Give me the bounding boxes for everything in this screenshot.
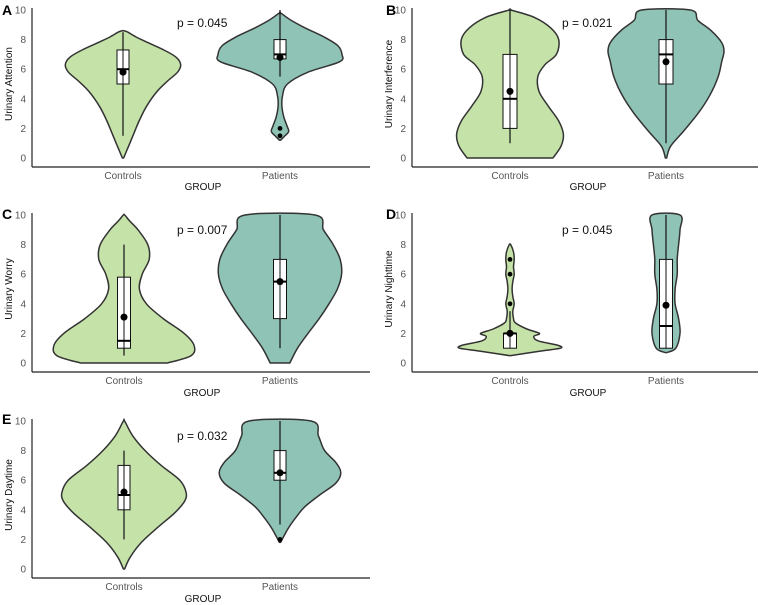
panel-letter: E: [2, 411, 11, 427]
y-axis-label: Urinary Daytime: [4, 459, 15, 531]
violin-controls: [457, 242, 563, 357]
y-tick-label: 8: [20, 35, 26, 46]
panel-letter: B: [386, 2, 396, 18]
outlier-point-patients: [277, 133, 283, 139]
x-tick-label: Controls: [105, 582, 142, 593]
mean-point-controls: [120, 488, 128, 496]
y-tick-label: 4: [20, 505, 26, 516]
p-value-label: p = 0.021: [562, 16, 613, 30]
y-axis-label: Urinary Worry: [4, 258, 15, 319]
mean-point-patients: [662, 58, 670, 66]
mean-point-controls: [119, 68, 127, 76]
mean-point-controls: [506, 87, 514, 95]
mean-point-controls: [120, 313, 128, 321]
y-tick-label: 2: [400, 329, 406, 340]
y-tick-label: 10: [15, 417, 27, 428]
mean-point-controls: [506, 329, 514, 337]
x-tick-label: Patients: [648, 171, 684, 182]
x-tick-label: Controls: [104, 171, 141, 182]
y-tick-label: 2: [400, 124, 406, 135]
panel-letter: C: [2, 206, 12, 222]
x-tick-label: Controls: [105, 376, 142, 387]
y-tick-label: 6: [20, 476, 26, 487]
mean-point-patients: [662, 301, 670, 309]
p-value-label: p = 0.045: [562, 223, 613, 237]
y-tick-label: 8: [400, 35, 406, 46]
y-tick-label: 4: [20, 299, 26, 310]
y-tick-label: 0: [400, 154, 406, 165]
x-tick-label: Patients: [648, 376, 684, 387]
x-tick-label: Patients: [262, 582, 298, 593]
y-tick-label: 6: [400, 270, 406, 281]
y-axis-label: Urinary Nighttime: [384, 250, 395, 328]
y-tick-label: 6: [20, 65, 26, 76]
y-tick-label: 2: [20, 329, 26, 340]
y-tick-label: 0: [400, 359, 406, 370]
mean-point-patients: [276, 278, 284, 286]
p-value-label: p = 0.032: [177, 429, 228, 443]
x-axis-label: GROUP: [185, 594, 222, 605]
mean-point-patients: [276, 53, 284, 61]
outlier-point-patients: [277, 537, 283, 542]
y-tick-label: 0: [20, 154, 26, 165]
x-tick-label: Controls: [491, 171, 528, 182]
y-tick-label: 4: [400, 299, 406, 310]
y-tick-label: 10: [15, 6, 27, 17]
p-value-label: p = 0.045: [177, 16, 228, 30]
x-tick-label: Patients: [262, 171, 298, 182]
mean-point-patients: [276, 469, 284, 477]
panel-letter: A: [2, 2, 12, 18]
outlier-point-controls: [507, 301, 513, 307]
y-tick-label: 8: [400, 240, 406, 251]
y-tick-label: 10: [395, 6, 407, 17]
y-tick-label: 2: [20, 124, 26, 135]
x-tick-label: Patients: [262, 376, 298, 387]
panel-letter: D: [386, 206, 396, 222]
y-axis-label: Urinary Attention: [4, 47, 15, 121]
y-tick-label: 10: [395, 211, 407, 222]
y-tick-label: 8: [20, 240, 26, 251]
y-tick-label: 2: [20, 535, 26, 546]
x-tick-label: Controls: [491, 376, 528, 387]
y-tick-label: 6: [400, 65, 406, 76]
y-tick-label: 10: [15, 211, 27, 222]
y-tick-label: 0: [20, 565, 26, 576]
x-axis-label: GROUP: [185, 182, 222, 193]
outlier-point-controls: [507, 271, 513, 277]
y-tick-label: 0: [20, 359, 26, 370]
y-axis-label: Urinary Interference: [384, 39, 395, 128]
y-tick-label: 4: [20, 94, 26, 105]
x-axis-label: GROUP: [570, 388, 607, 399]
outlier-point-controls: [507, 257, 513, 262]
y-tick-label: 6: [20, 270, 26, 281]
x-axis-label: GROUP: [570, 182, 607, 193]
x-axis-label: GROUP: [184, 388, 221, 399]
p-value-label: p = 0.007: [177, 223, 228, 237]
outlier-point-patients: [277, 125, 283, 131]
y-tick-label: 8: [20, 446, 26, 457]
y-tick-label: 4: [400, 94, 406, 105]
